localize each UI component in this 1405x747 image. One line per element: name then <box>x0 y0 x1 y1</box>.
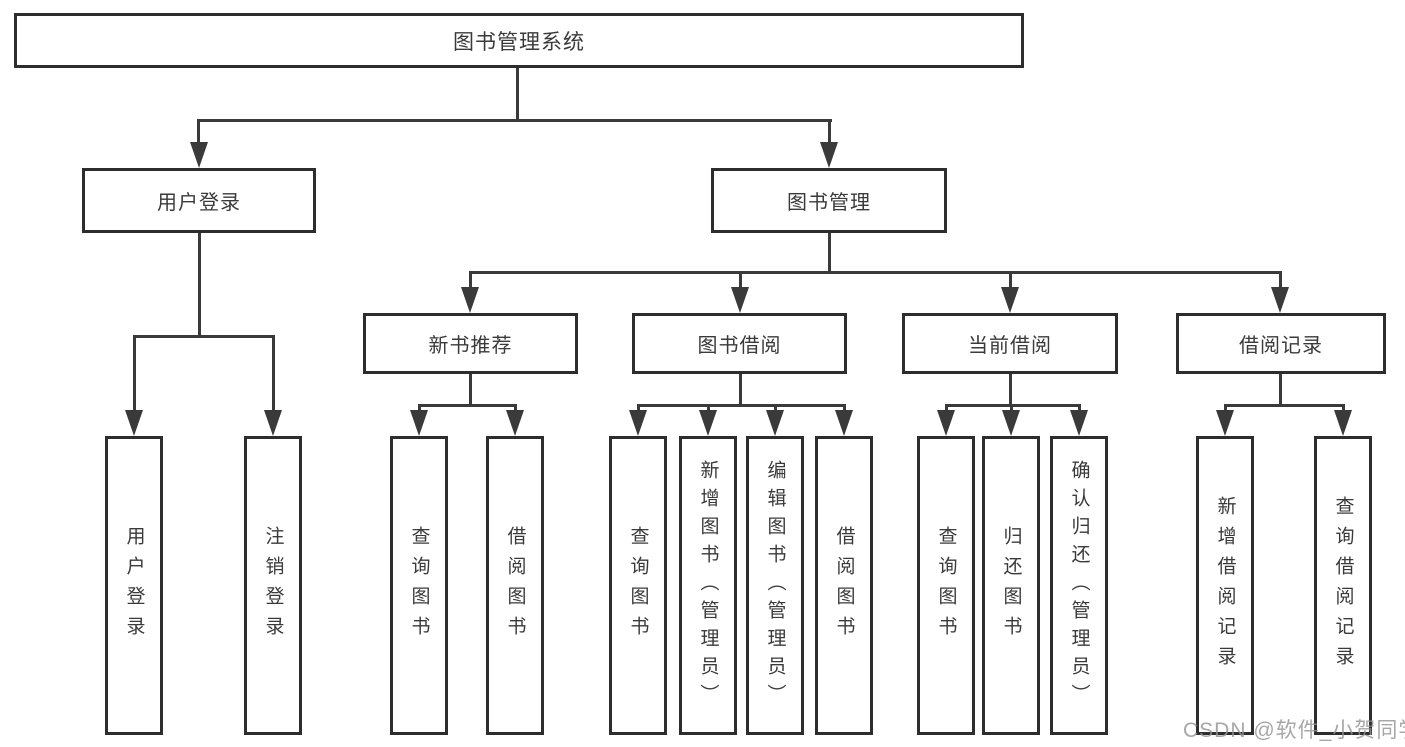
leaf-edit-book-admin: 编辑图书（管理员） <box>746 436 804 735</box>
node-root-label: 图书管理系统 <box>453 30 585 54</box>
node-user-login-label: 用户登录 <box>157 192 241 214</box>
leaf-add-book-admin: 新增图书（管理员） <box>679 436 737 735</box>
node-user-login: 用户登录 <box>82 168 316 233</box>
leaf-query-borrow-record: 查询借阅记录 <box>1314 436 1372 735</box>
node-root: 图书管理系统 <box>14 13 1024 68</box>
connector-line <box>469 271 1282 274</box>
connector-line <box>637 404 640 413</box>
node-borrowing-records-label: 借阅记录 <box>1239 335 1323 357</box>
connector-line <box>774 404 777 413</box>
leaf-confirm-return-admin-label: 确认归还（管理员） <box>1068 459 1090 712</box>
connector-line <box>1078 404 1081 413</box>
arrow-down-icon <box>1271 287 1289 313</box>
connector-line <box>197 119 832 122</box>
connector-line <box>516 67 519 121</box>
leaf-user-login-label: 用户登录 <box>123 525 145 646</box>
arrow-down-icon <box>699 410 717 436</box>
connector-line <box>272 335 275 413</box>
leaf-add-book-admin-label: 新增图书（管理员） <box>697 459 719 712</box>
arrow-down-icon <box>1002 410 1020 436</box>
connector-line <box>1279 271 1282 291</box>
leaf-logout: 注销登录 <box>244 436 302 735</box>
leaf-query-books-3-label: 查询图书 <box>935 525 957 646</box>
connector-line <box>1342 404 1345 413</box>
leaf-query-books-1-label: 查询图书 <box>408 525 430 646</box>
arrow-down-icon <box>190 142 208 168</box>
connector-line <box>1009 374 1012 406</box>
node-book-management: 图书管理 <box>711 168 947 233</box>
connector-line <box>637 404 846 407</box>
arrow-down-icon <box>1070 410 1088 436</box>
arrow-down-icon <box>731 287 749 313</box>
connector-line <box>828 119 831 147</box>
connector-line <box>1224 404 1227 413</box>
arrow-down-icon <box>1216 410 1234 436</box>
leaf-confirm-return-admin: 确认归还（管理员） <box>1050 436 1108 735</box>
connector-line <box>828 233 831 273</box>
watermark-text: CSDN @软件_小贺同学 <box>1183 719 1405 742</box>
connector-line <box>843 404 846 413</box>
arrow-down-icon <box>264 410 282 436</box>
leaf-query-books-3: 查询图书 <box>917 436 975 735</box>
node-new-book-recommend: 新书推荐 <box>363 313 578 374</box>
leaf-query-books-1: 查询图书 <box>390 436 448 735</box>
connector-line <box>945 404 1081 407</box>
connector-line <box>133 335 136 413</box>
arrow-down-icon <box>506 410 524 436</box>
connector-line <box>197 119 200 147</box>
arrow-down-icon <box>629 410 647 436</box>
leaf-query-borrow-record-label: 查询借阅记录 <box>1332 495 1354 676</box>
connector-line <box>1010 404 1013 413</box>
connector-line <box>945 404 948 413</box>
leaf-user-login: 用户登录 <box>105 436 163 735</box>
arrow-down-icon <box>820 142 838 168</box>
leaf-edit-book-admin-label: 编辑图书（管理员） <box>764 459 786 712</box>
connector-line <box>418 404 517 407</box>
arrow-down-icon <box>125 410 143 436</box>
leaf-borrow-books-1-label: 借阅图书 <box>504 525 526 646</box>
arrow-down-icon <box>1334 410 1352 436</box>
node-borrowing-records: 借阅记录 <box>1176 313 1386 374</box>
node-current-borrowing: 当前借阅 <box>902 313 1118 374</box>
connector-line <box>418 404 421 413</box>
leaf-query-books-2-label: 查询图书 <box>627 525 649 646</box>
leaf-add-borrow-record-label: 新增借阅记录 <box>1214 495 1236 676</box>
connector-line <box>707 404 710 413</box>
node-book-management-label: 图书管理 <box>787 192 871 214</box>
connector-line <box>1224 404 1345 407</box>
leaf-return-books-label: 归还图书 <box>1000 525 1022 646</box>
connector-line <box>133 335 274 338</box>
connector-line <box>1279 374 1282 406</box>
connector-line <box>469 271 472 291</box>
leaf-return-books: 归还图书 <box>982 436 1040 735</box>
arrow-down-icon <box>766 410 784 436</box>
node-book-borrowing: 图书借阅 <box>632 313 847 374</box>
node-current-borrowing-label: 当前借阅 <box>968 335 1052 357</box>
arrow-down-icon <box>410 410 428 436</box>
connector-line <box>469 374 472 406</box>
arrow-down-icon <box>1001 287 1019 313</box>
node-new-book-recommend-label: 新书推荐 <box>428 335 513 357</box>
connector-line <box>514 404 517 413</box>
arrow-down-icon <box>937 410 955 436</box>
leaf-query-books-2: 查询图书 <box>609 436 667 735</box>
connector-line <box>198 233 201 337</box>
node-book-borrowing-label: 图书借阅 <box>697 335 782 357</box>
leaf-borrow-books-2: 借阅图书 <box>815 436 873 735</box>
leaf-borrow-books-2-label: 借阅图书 <box>833 525 855 646</box>
arrow-down-icon <box>835 410 853 436</box>
arrow-down-icon <box>461 287 479 313</box>
leaf-borrow-books-1: 借阅图书 <box>486 436 544 735</box>
leaf-add-borrow-record: 新增借阅记录 <box>1196 436 1254 735</box>
connector-line <box>739 271 742 291</box>
connector-line <box>739 374 742 406</box>
leaf-logout-label: 注销登录 <box>262 525 284 646</box>
connector-line <box>1009 271 1012 291</box>
